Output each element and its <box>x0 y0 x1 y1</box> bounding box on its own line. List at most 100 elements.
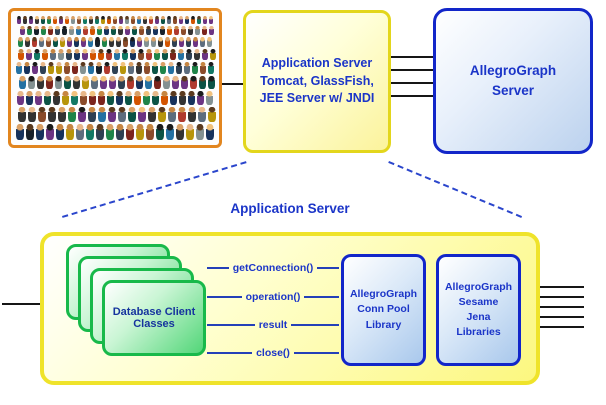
person-icon <box>124 26 130 35</box>
person-icon <box>185 49 192 60</box>
person-icon <box>108 76 116 89</box>
person-icon <box>17 91 24 105</box>
connector-appserver-to-ag-1 <box>391 56 433 58</box>
person-icon <box>89 91 96 105</box>
person-icon <box>189 76 197 89</box>
crowd-people <box>11 11 219 145</box>
person-icon <box>177 49 184 60</box>
person-icon <box>176 62 182 74</box>
person-icon <box>116 37 121 47</box>
person-icon <box>117 107 126 122</box>
person-icon <box>96 124 104 140</box>
person-icon <box>125 16 129 24</box>
person-icon <box>44 91 51 105</box>
person-icon <box>39 37 44 47</box>
person-icon <box>33 26 39 35</box>
person-icon <box>18 37 23 47</box>
person-icon <box>81 37 86 47</box>
crowd-row <box>13 37 217 47</box>
person-icon <box>180 26 186 35</box>
person-icon <box>160 62 166 74</box>
person-icon <box>32 62 38 74</box>
person-icon <box>59 16 63 24</box>
app-server-box: Application Server Tomcat, GlassFish, JE… <box>243 10 391 153</box>
person-icon <box>144 62 150 74</box>
person-icon <box>61 26 67 35</box>
connector-detail-out-3 <box>540 306 584 308</box>
person-icon <box>121 49 128 60</box>
client-class-card-front: Database Client Classes <box>102 280 206 356</box>
person-icon <box>206 91 213 105</box>
person-icon <box>107 16 111 24</box>
person-icon <box>193 37 198 47</box>
person-icon <box>167 16 171 24</box>
person-icon <box>65 16 69 24</box>
person-icon <box>110 26 116 35</box>
person-icon <box>71 16 75 24</box>
person-icon <box>145 49 152 60</box>
call-label: operation() <box>245 291 301 303</box>
person-icon <box>196 124 204 140</box>
person-icon <box>80 91 87 105</box>
person-icon <box>179 16 183 24</box>
person-icon <box>53 91 60 105</box>
person-icon <box>184 62 190 74</box>
person-icon <box>191 16 195 24</box>
person-icon <box>137 37 142 47</box>
connector-appserver-to-ag-4 <box>391 95 433 97</box>
person-icon <box>152 91 159 105</box>
person-icon <box>46 124 54 140</box>
person-icon <box>125 91 132 105</box>
person-icon <box>208 62 214 74</box>
person-icon <box>116 124 124 140</box>
person-icon <box>192 62 198 74</box>
crowd-row <box>13 107 217 122</box>
person-icon <box>65 49 72 60</box>
person-icon <box>98 91 105 105</box>
person-icon <box>159 26 165 35</box>
person-icon <box>127 107 136 122</box>
person-icon <box>179 91 186 105</box>
person-icon <box>105 49 112 60</box>
person-icon <box>74 37 79 47</box>
person-icon <box>143 91 150 105</box>
person-icon <box>161 16 165 24</box>
person-icon <box>198 76 206 89</box>
person-icon <box>18 76 26 89</box>
call-line <box>207 352 253 354</box>
person-icon <box>117 76 125 89</box>
person-icon <box>48 62 54 74</box>
person-icon <box>72 76 80 89</box>
person-icon <box>86 124 94 140</box>
person-icon <box>166 124 174 140</box>
person-icon <box>200 62 206 74</box>
person-icon <box>185 16 189 24</box>
person-icon <box>35 16 39 24</box>
person-icon <box>37 107 46 122</box>
person-icon <box>107 107 116 122</box>
call-close: close() <box>207 346 339 360</box>
person-icon <box>138 26 144 35</box>
person-icon <box>64 62 70 74</box>
person-icon <box>17 16 21 24</box>
person-icon <box>134 91 141 105</box>
person-icon <box>57 107 66 122</box>
detail-title: Application Server <box>230 201 350 216</box>
person-icon <box>152 26 158 35</box>
person-icon <box>25 37 30 47</box>
person-icon <box>197 16 201 24</box>
person-icon <box>166 26 172 35</box>
person-icon <box>72 62 78 74</box>
person-icon <box>60 37 65 47</box>
crowd-row <box>13 62 217 74</box>
person-icon <box>66 124 74 140</box>
crowd-row <box>13 91 217 105</box>
person-icon <box>197 107 206 122</box>
person-icon <box>176 124 184 140</box>
call-result: result <box>207 318 339 332</box>
call-label: result <box>258 319 288 331</box>
person-icon <box>172 37 177 47</box>
person-icon <box>81 76 89 89</box>
person-icon <box>193 49 200 60</box>
